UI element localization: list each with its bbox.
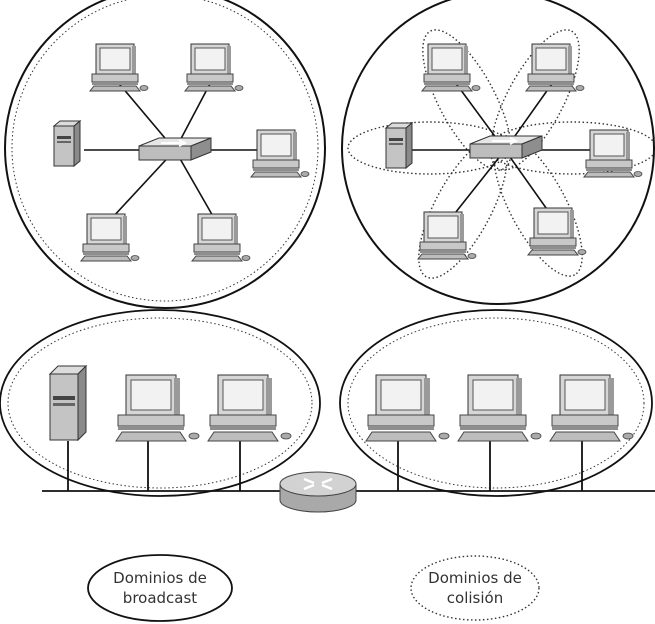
legend-collision-shape — [410, 555, 540, 621]
broadcast-domain-boundary — [341, 0, 655, 305]
pc-icon — [207, 374, 292, 442]
hub-star-network — [4, 0, 326, 309]
legend-broadcast: Dominios de broadcast — [87, 554, 233, 622]
bus-network — [0, 309, 655, 514]
legend-collision: Dominios de colisión — [410, 555, 540, 621]
pc-icon — [365, 374, 450, 442]
pc-icon — [421, 43, 481, 92]
router-icon — [278, 470, 358, 514]
broadcast-domain-boundary — [0, 309, 321, 497]
legend-broadcast-line2: broadcast — [123, 589, 198, 607]
switch-icon — [469, 135, 543, 159]
switch-star-network — [341, 0, 655, 305]
pc-icon — [457, 374, 542, 442]
legend-collision-line1: Dominios de — [428, 569, 522, 587]
server-icon — [53, 120, 81, 167]
legend-broadcast-shape — [87, 554, 233, 622]
pc-icon — [250, 129, 310, 178]
pc-icon — [549, 374, 634, 442]
pc-icon — [525, 43, 585, 92]
pc-icon — [80, 213, 140, 262]
pc-icon — [184, 43, 244, 92]
pc-icon — [527, 207, 587, 256]
collision-domain-boundary — [7, 317, 313, 489]
broadcast-domain-boundary — [4, 0, 326, 309]
collision-domain-boundary — [347, 317, 645, 489]
server-icon — [385, 122, 413, 169]
broadcast-domain-boundary — [339, 309, 653, 497]
pc-icon — [191, 213, 251, 262]
server-icon — [48, 364, 88, 442]
collision-domain-boundary — [11, 0, 319, 302]
pc-icon — [583, 129, 643, 178]
switch-icon — [138, 137, 212, 161]
legend-broadcast-line1: Dominios de — [113, 569, 207, 587]
pc-icon — [89, 43, 149, 92]
legend-collision-line2: colisión — [447, 589, 503, 607]
pc-icon — [115, 374, 200, 442]
